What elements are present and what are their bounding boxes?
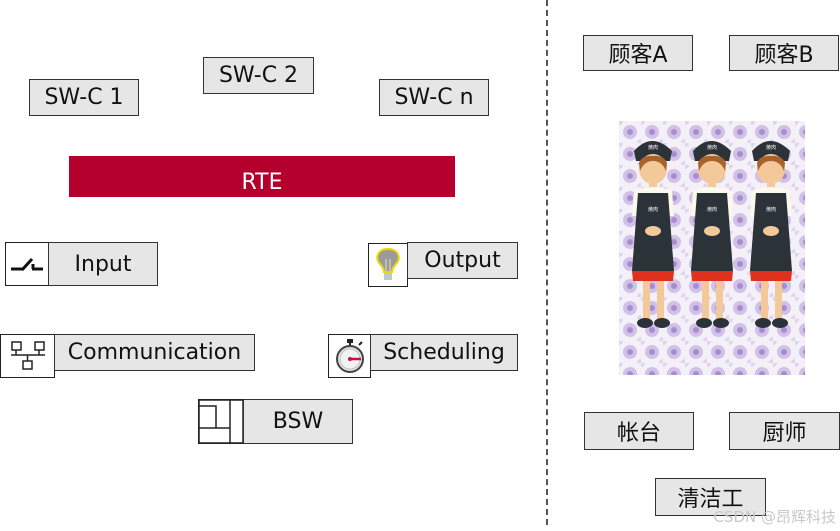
lightbulb-icon bbox=[376, 247, 400, 280]
watermark: CSDN @昂辉科技 bbox=[713, 508, 836, 526]
swc-n-label: SW-C n bbox=[394, 85, 474, 110]
stopwatch-icon bbox=[335, 339, 364, 373]
bsw-box: BSW bbox=[243, 399, 353, 444]
swc-1-label: SW-C 1 bbox=[44, 85, 124, 110]
input-label: Input bbox=[74, 251, 132, 277]
communication-label: Communication bbox=[67, 340, 242, 365]
customer-b-label: 顾客B bbox=[754, 43, 814, 68]
layout-blocks-icon bbox=[198, 399, 244, 444]
dashed-divider bbox=[546, 0, 548, 525]
customer-a-box: 顾客A bbox=[583, 35, 693, 71]
switch-icon bbox=[11, 257, 43, 272]
scheduling-label: Scheduling bbox=[383, 340, 505, 365]
bsw-label: BSW bbox=[272, 409, 324, 434]
svg-text:焼肉: 焼肉 bbox=[766, 144, 776, 151]
chef-label: 厨师 bbox=[762, 421, 807, 446]
waitress-figure-1: 焼肉 焼肉 bbox=[632, 141, 674, 328]
scheduling-icon-box bbox=[328, 334, 371, 378]
waitress-figure-2: 焼肉 焼肉 bbox=[691, 141, 733, 328]
rte-label: RTE bbox=[241, 170, 283, 195]
cashier-label: 帐台 bbox=[616, 421, 661, 446]
output-icon-box bbox=[368, 243, 408, 287]
cleaner-label: 清洁工 bbox=[677, 487, 744, 512]
waitress-figure-3: 焼肉 焼肉 bbox=[750, 141, 792, 328]
svg-text:焼肉: 焼肉 bbox=[648, 206, 658, 213]
input-box: Input bbox=[48, 242, 158, 286]
swc-n-box: SW-C n bbox=[379, 79, 489, 116]
svg-text:焼肉: 焼肉 bbox=[707, 144, 717, 151]
customer-b-box: 顾客B bbox=[729, 35, 839, 71]
input-icon-box bbox=[5, 242, 49, 286]
network-icon bbox=[10, 341, 45, 370]
cashier-box: 帐台 bbox=[584, 412, 694, 450]
svg-text:焼肉: 焼肉 bbox=[707, 206, 717, 213]
svg-text:焼肉: 焼肉 bbox=[766, 206, 776, 213]
swc-1-box: SW-C 1 bbox=[29, 79, 139, 116]
rte-bar: RTE bbox=[69, 156, 455, 197]
cleaner-box: 清洁工 bbox=[655, 478, 766, 516]
communication-icon-box bbox=[0, 334, 55, 378]
swc-2-box: SW-C 2 bbox=[203, 57, 314, 94]
communication-box: Communication bbox=[54, 334, 255, 371]
svg-text:焼肉: 焼肉 bbox=[648, 144, 658, 151]
customer-a-label: 顾客A bbox=[608, 43, 668, 68]
bsw-icon-box bbox=[198, 399, 244, 444]
swc-2-label: SW-C 2 bbox=[218, 63, 299, 88]
scheduling-box: Scheduling bbox=[370, 334, 518, 371]
waitresses-illustration: 焼肉 焼肉 焼肉 焼肉 bbox=[619, 121, 805, 375]
output-label: Output bbox=[424, 248, 501, 273]
chef-box: 厨师 bbox=[729, 412, 840, 450]
output-box: Output bbox=[407, 242, 518, 279]
